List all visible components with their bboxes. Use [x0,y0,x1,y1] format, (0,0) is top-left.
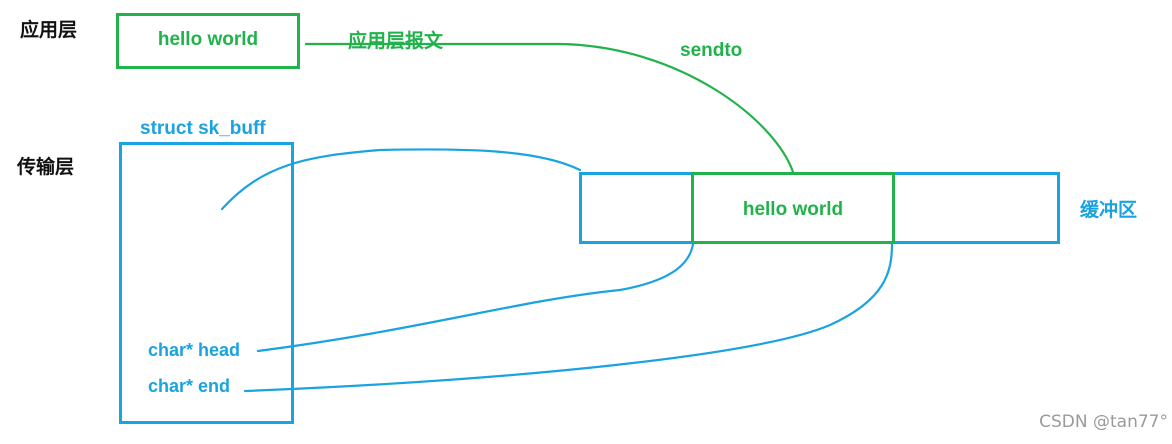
buffer-data-region [691,172,895,244]
skbuff-head-field: char* head [148,340,241,360]
skbuff-box [119,142,294,424]
skbuff-to-buffer-line [220,148,582,211]
skbuff-end-field: char* end [148,376,231,396]
buffer-content-text: hello world [742,199,844,220]
end-pointer-line [243,242,894,393]
head-pointer-line [256,242,695,353]
watermark: CSDN @tan77° [1039,412,1168,432]
app-message-text: hello world [157,29,259,50]
app-message-label: 应用层报文 [348,31,444,52]
skbuff-title: struct sk_buff [140,118,266,139]
sendto-label: sendto [680,40,743,61]
transport-layer-label: 传输层 [17,157,75,178]
buffer-label: 缓冲区 [1080,200,1138,221]
sendto-arrow-line [304,42,795,174]
application-layer-label: 应用层 [20,20,78,41]
app-message-box [116,13,300,69]
